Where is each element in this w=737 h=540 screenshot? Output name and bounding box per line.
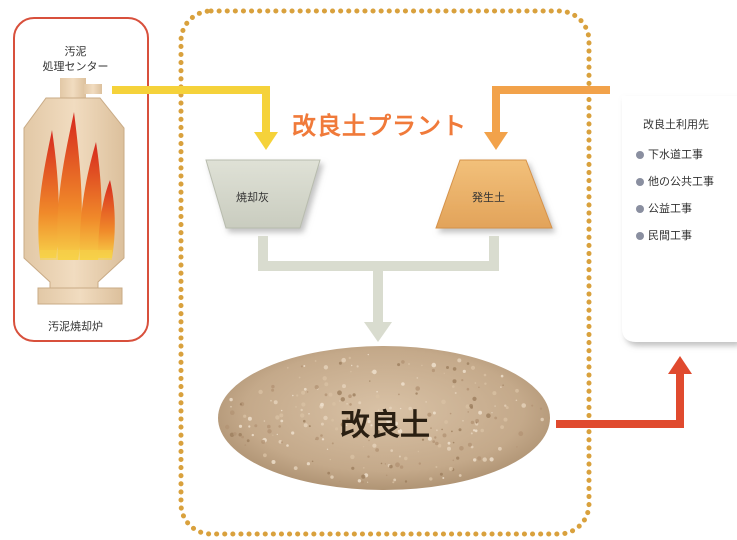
bullet-icon [636, 178, 644, 186]
soil-texture [225, 353, 544, 484]
destination-list: 下水道工事 他の公共工事 公益工事 民間工事 [636, 148, 714, 256]
bullet-icon [636, 205, 644, 213]
destination-title: 改良土利用先 [643, 118, 709, 131]
sludge-center-title-line1: 汚泥 [64, 45, 87, 58]
yellow-arrow [112, 86, 278, 150]
orange-arrow [484, 86, 610, 150]
destination-item-label: 他の公共工事 [648, 175, 714, 188]
soil-hopper [435, 159, 553, 229]
sludge-center-title-line2: 処理センター [42, 60, 109, 73]
sludge-center-title: 汚泥 処理センター [18, 44, 133, 74]
soil-label: 発生土 [472, 191, 505, 204]
bullet-icon [636, 232, 644, 240]
ash-hopper [205, 159, 321, 229]
destination-item: 他の公共工事 [636, 175, 714, 202]
red-arrow [556, 356, 692, 428]
bullet-icon [636, 151, 644, 159]
plant-boundary [178, 8, 592, 537]
incinerator-graphic [23, 78, 125, 305]
destination-box [622, 96, 737, 342]
destination-item-label: 公益工事 [648, 202, 692, 215]
destination-item: 下水道工事 [636, 148, 714, 175]
improved-soil-label: 改良土 [340, 408, 430, 443]
ash-label: 焼却灰 [236, 191, 269, 204]
destination-item: 公益工事 [636, 202, 714, 229]
destination-item-label: 下水道工事 [648, 148, 703, 161]
improved-soil-pile [218, 346, 550, 490]
plant-title: 改良土プラント [292, 112, 467, 140]
merge-arrow [258, 236, 499, 342]
destination-item-label: 民間工事 [648, 229, 692, 242]
incinerator-label: 汚泥焼却炉 [48, 320, 103, 333]
destination-item: 民間工事 [636, 229, 714, 256]
